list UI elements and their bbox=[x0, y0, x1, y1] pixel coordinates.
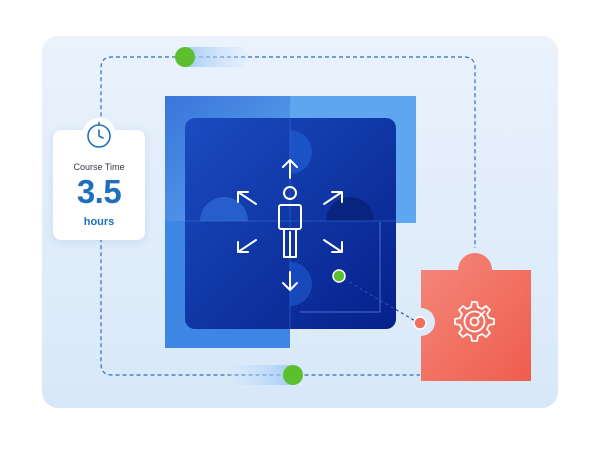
clock-icon bbox=[87, 121, 111, 148]
puzzle-knob-left bbox=[200, 197, 248, 221]
connector-node-top bbox=[175, 47, 195, 67]
gear-target-icon bbox=[454, 301, 495, 342]
connector-pill-top bbox=[178, 47, 248, 67]
person-icon bbox=[278, 186, 302, 258]
puzzle-knob-top bbox=[290, 130, 312, 174]
coral-node bbox=[413, 316, 427, 330]
clock-badge bbox=[82, 118, 116, 152]
course-time-unit: hours bbox=[83, 216, 115, 228]
green-node bbox=[332, 269, 346, 283]
course-time-value: 3.5 bbox=[76, 173, 122, 210]
puzzle-knob-bottom bbox=[290, 262, 312, 306]
connector-pill-bottom bbox=[229, 365, 301, 385]
connector-node-bottom bbox=[283, 365, 303, 385]
puzzle-knob-right bbox=[326, 197, 374, 221]
course-time-label: Course Time bbox=[73, 162, 125, 172]
arrow-icon bbox=[237, 159, 343, 291]
dashed-connector-top-right bbox=[192, 56, 476, 248]
course-time-card: Course Time 3.5 hours bbox=[53, 118, 145, 240]
